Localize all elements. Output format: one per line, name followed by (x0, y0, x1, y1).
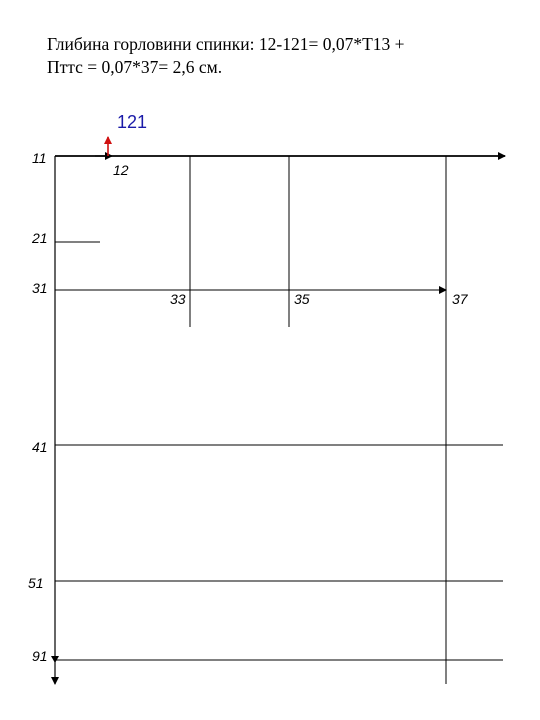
label-121: 121 (117, 112, 147, 132)
label-33: 33 (170, 291, 186, 307)
label-91: 91 (32, 648, 48, 664)
label-51: 51 (28, 575, 44, 591)
label-37: 37 (452, 291, 469, 307)
label-12: 12 (113, 162, 129, 178)
formula-text: Глибина горловини спинки: 12-121= 0,07*Т… (47, 33, 517, 79)
formula-line-2: Пттс = 0,07*37= 2,6 см. (47, 57, 223, 77)
label-21: 21 (31, 230, 48, 246)
formula-line-1: Глибина горловини спинки: 12-121= 0,07*Т… (47, 34, 405, 54)
marker-91 (51, 656, 59, 663)
label-41: 41 (32, 439, 48, 455)
label-31: 31 (32, 280, 48, 296)
label-35: 35 (294, 291, 310, 307)
label-11: 11 (32, 150, 47, 166)
